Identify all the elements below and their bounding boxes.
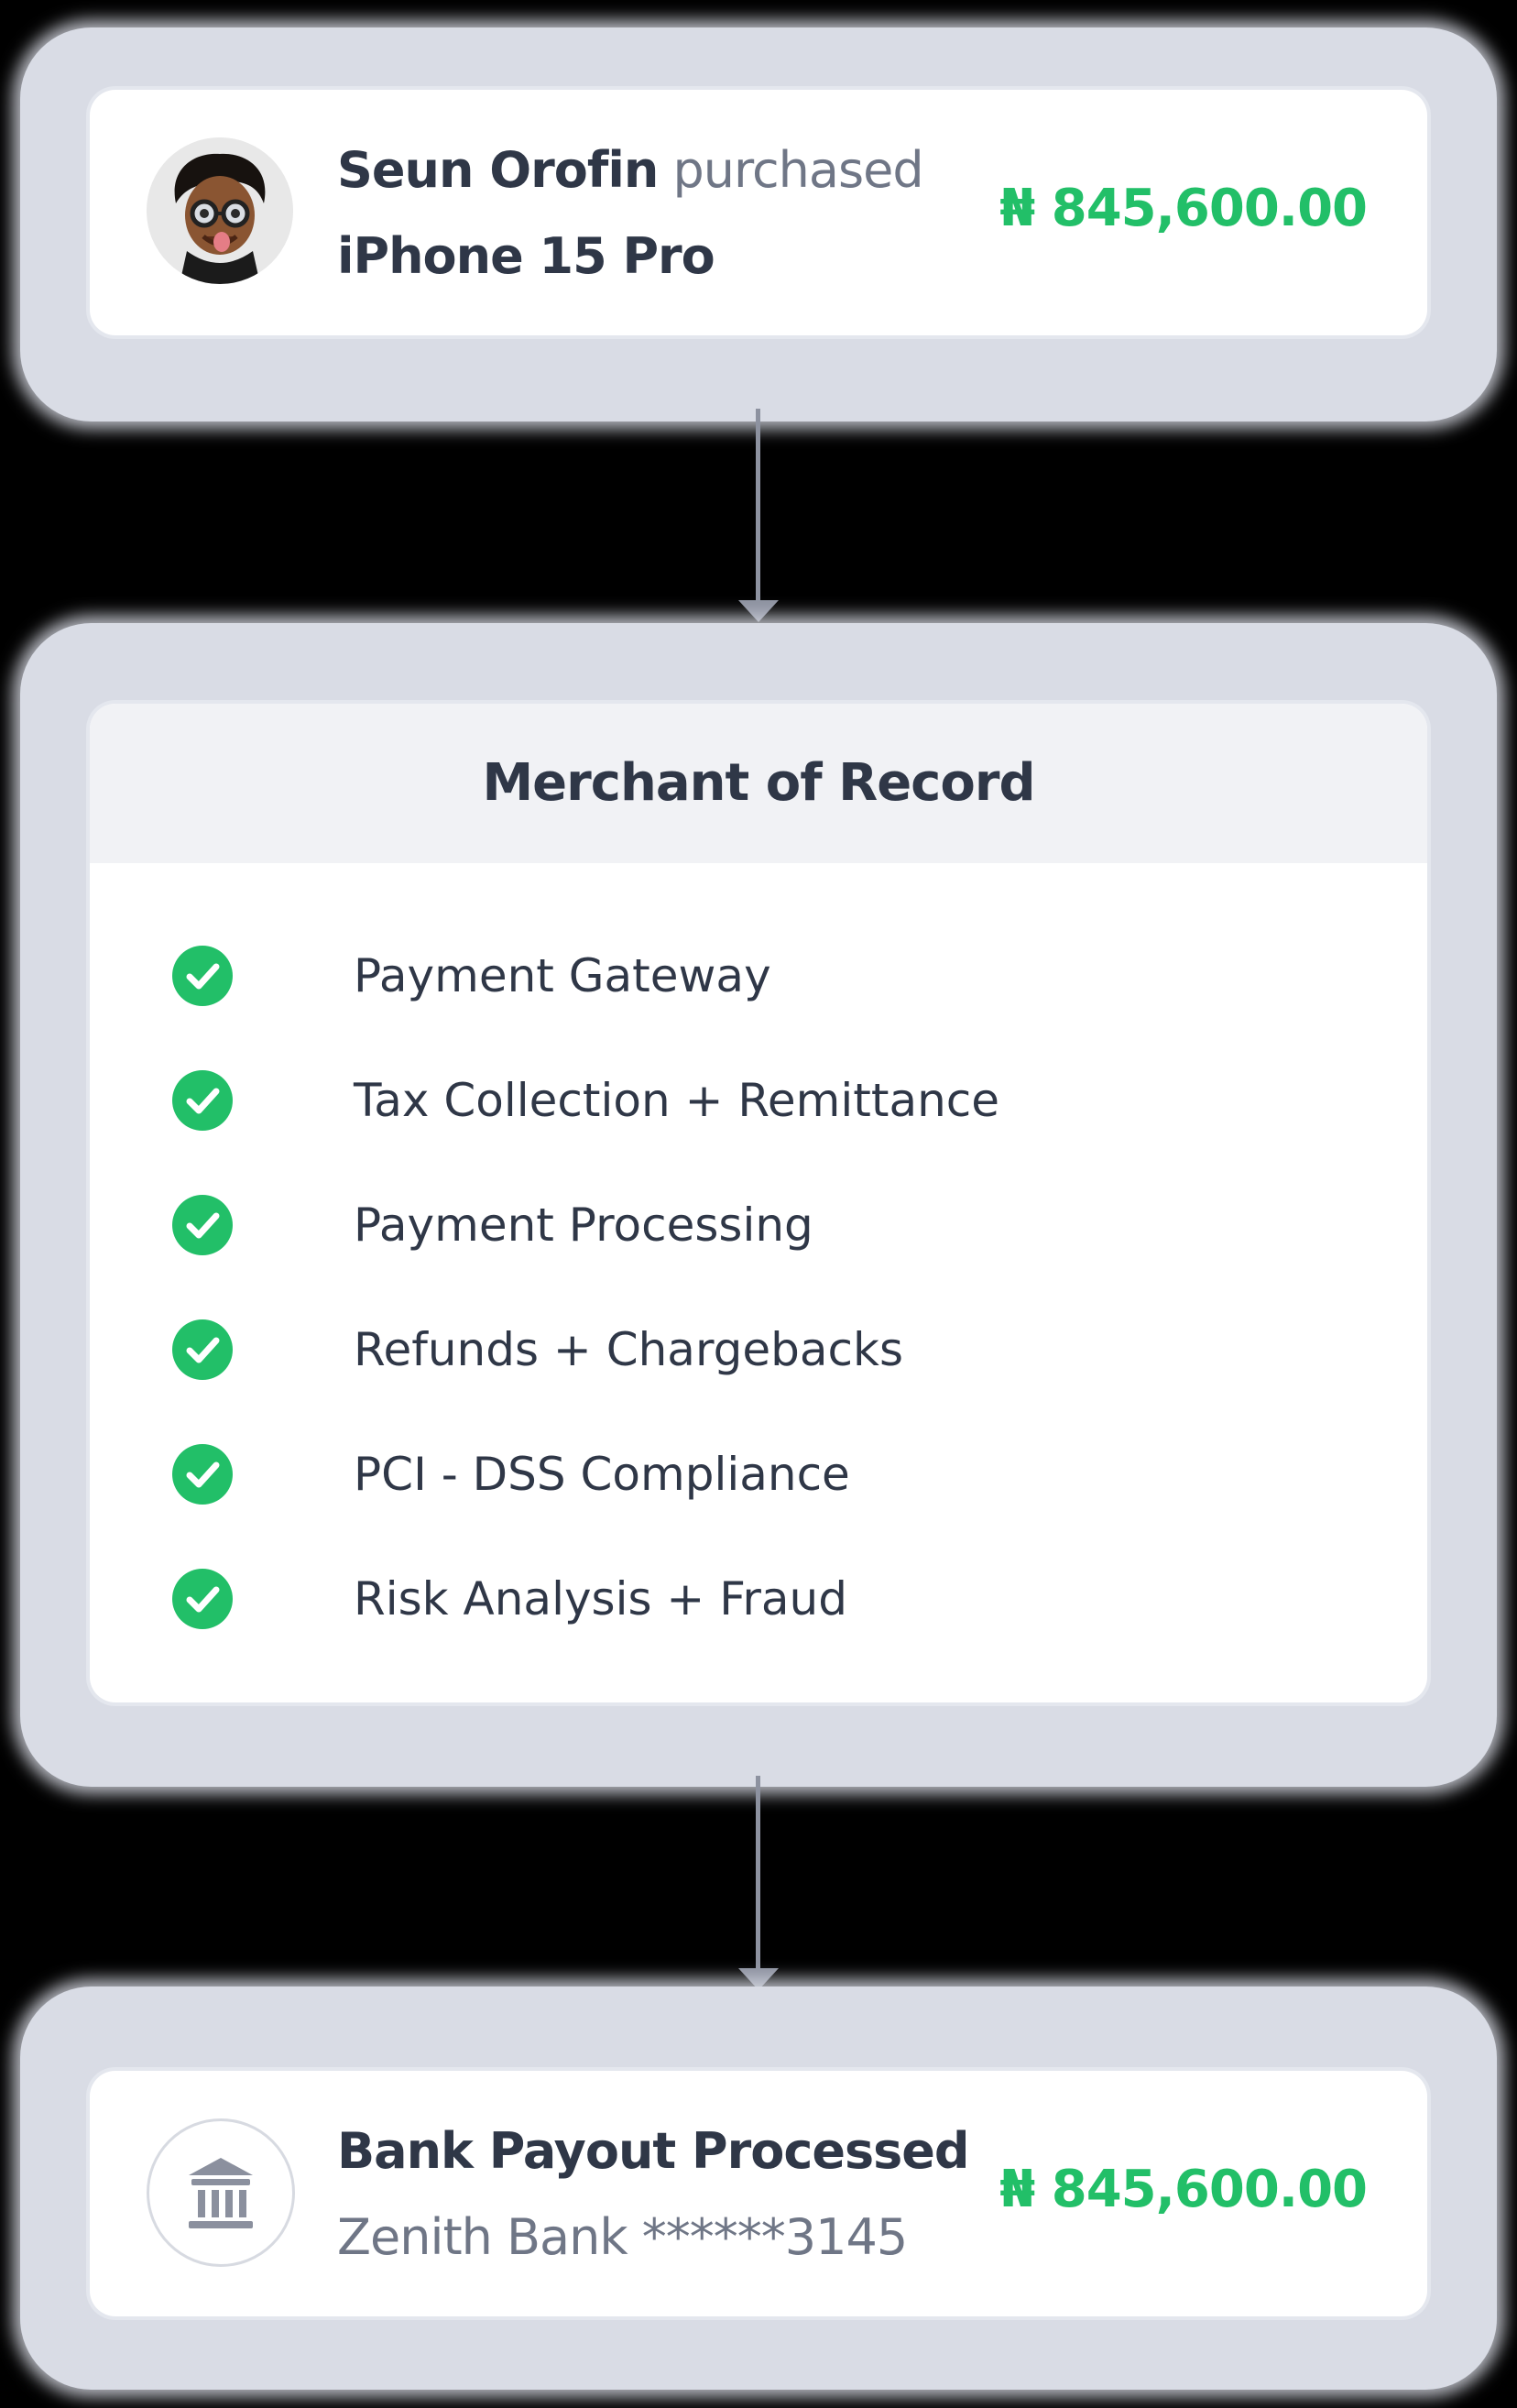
check-circle-icon: [172, 1195, 233, 1255]
customer-name: Seun Orofin: [337, 141, 659, 199]
merchant-card: Merchant of Record Payment Gateway Tax C…: [90, 704, 1427, 1702]
check-circle-icon: [172, 1444, 233, 1505]
payout-amount: ₦ 845,600.00: [999, 2160, 1368, 2219]
feature-label: Payment Processing: [354, 1199, 813, 1252]
arrow-down-icon: [738, 600, 779, 622]
product-name: iPhone 15 Pro: [337, 227, 715, 285]
check-circle-icon: [172, 946, 233, 1006]
purchase-action: purchased: [672, 141, 923, 199]
flow-connector-2: [756, 1776, 760, 1979]
payout-status: Bank Payout Processed: [337, 2122, 970, 2180]
feature-label: Risk Analysis + Fraud: [354, 1572, 847, 1625]
memoji-avatar-icon: [147, 137, 293, 284]
feature-label: Tax Collection + Remittance: [354, 1074, 1000, 1127]
feature-label: PCI - DSS Compliance: [354, 1448, 850, 1501]
feature-label: Refunds + Chargebacks: [354, 1323, 903, 1376]
flow-connector-1: [756, 409, 760, 612]
payout-title: Bank Payout Processed: [337, 2115, 970, 2188]
purchase-card: Seun Orofin purchased iPhone 15 Pro ₦ 84…: [90, 90, 1427, 335]
payout-card: Bank Payout Processed Zenith Bank ******…: [90, 2071, 1427, 2316]
check-circle-icon: [172, 1319, 233, 1380]
merchant-header: [90, 704, 1427, 863]
check-circle-icon: [172, 1070, 233, 1131]
purchase-amount: ₦ 845,600.00: [999, 179, 1368, 238]
purchase-headline: Seun Orofin purchased: [337, 134, 924, 207]
merchant-title: Merchant of Record: [482, 753, 1035, 813]
bank-icon: [147, 2118, 295, 2267]
feature-label: Payment Gateway: [354, 949, 771, 1002]
bank-account: Zenith Bank ******3145: [337, 2208, 908, 2266]
check-circle-icon: [172, 1569, 233, 1629]
